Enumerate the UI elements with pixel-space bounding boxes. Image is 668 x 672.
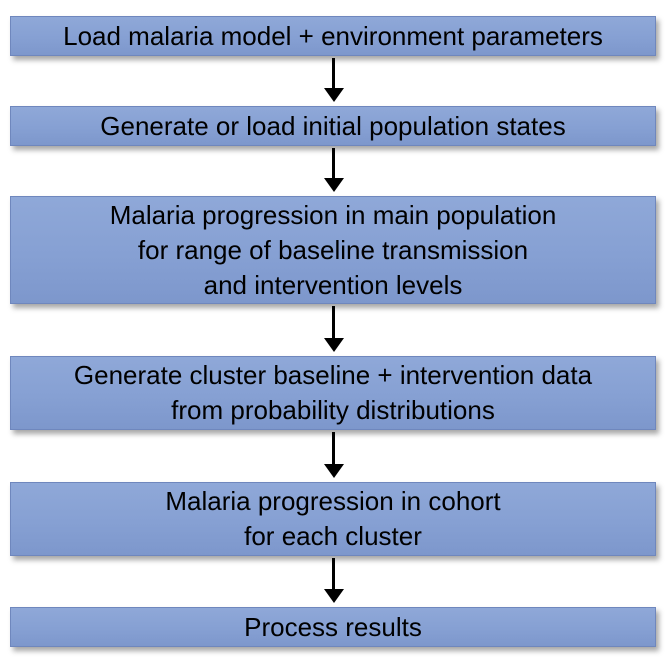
step-cluster-data-line-2: from probability distributions xyxy=(171,395,495,425)
arrow-shaft xyxy=(332,558,335,591)
flow-arrow xyxy=(324,58,344,102)
arrow-head xyxy=(324,88,344,102)
step-process-results-text: Process results xyxy=(244,611,422,642)
flow-arrow xyxy=(324,432,344,478)
arrow-shaft xyxy=(332,148,335,180)
flow-arrow xyxy=(324,306,344,352)
arrow-head xyxy=(324,589,344,603)
step-main-population-box: Malaria progression in main population f… xyxy=(10,196,656,304)
step-initial-states-box: Generate or load initial population stat… xyxy=(10,106,656,146)
step-main-population-line-3: and intervention levels xyxy=(203,269,463,300)
step-main-population-line-2: for range of baseline transmission xyxy=(137,234,529,265)
step-load-model-box: Load malaria model + environment paramet… xyxy=(10,16,656,56)
arrow-head xyxy=(324,464,344,478)
step-cohort-line-2: for each cluster xyxy=(244,521,422,551)
step-process-results-box: Process results xyxy=(10,607,656,647)
arrow-shaft xyxy=(332,58,335,90)
flow-arrow xyxy=(324,148,344,192)
step-cluster-data-box: Generate cluster baseline + intervention… xyxy=(10,356,656,430)
step-load-model-text: Load malaria model + environment paramet… xyxy=(63,20,603,51)
arrow-shaft xyxy=(332,306,335,340)
flow-arrow xyxy=(324,558,344,603)
arrow-head xyxy=(324,178,344,192)
arrow-head xyxy=(324,338,344,352)
step-initial-states-text: Generate or load initial population stat… xyxy=(100,110,566,141)
step-cohort-line-1: Malaria progression in cohort xyxy=(165,486,501,516)
step-cluster-data-line-1: Generate cluster baseline + intervention… xyxy=(73,360,593,390)
step-cohort-box: Malaria progression in cohort for each c… xyxy=(10,482,656,556)
arrow-shaft xyxy=(332,432,335,466)
step-main-population-line-1: Malaria progression in main population xyxy=(109,199,557,230)
